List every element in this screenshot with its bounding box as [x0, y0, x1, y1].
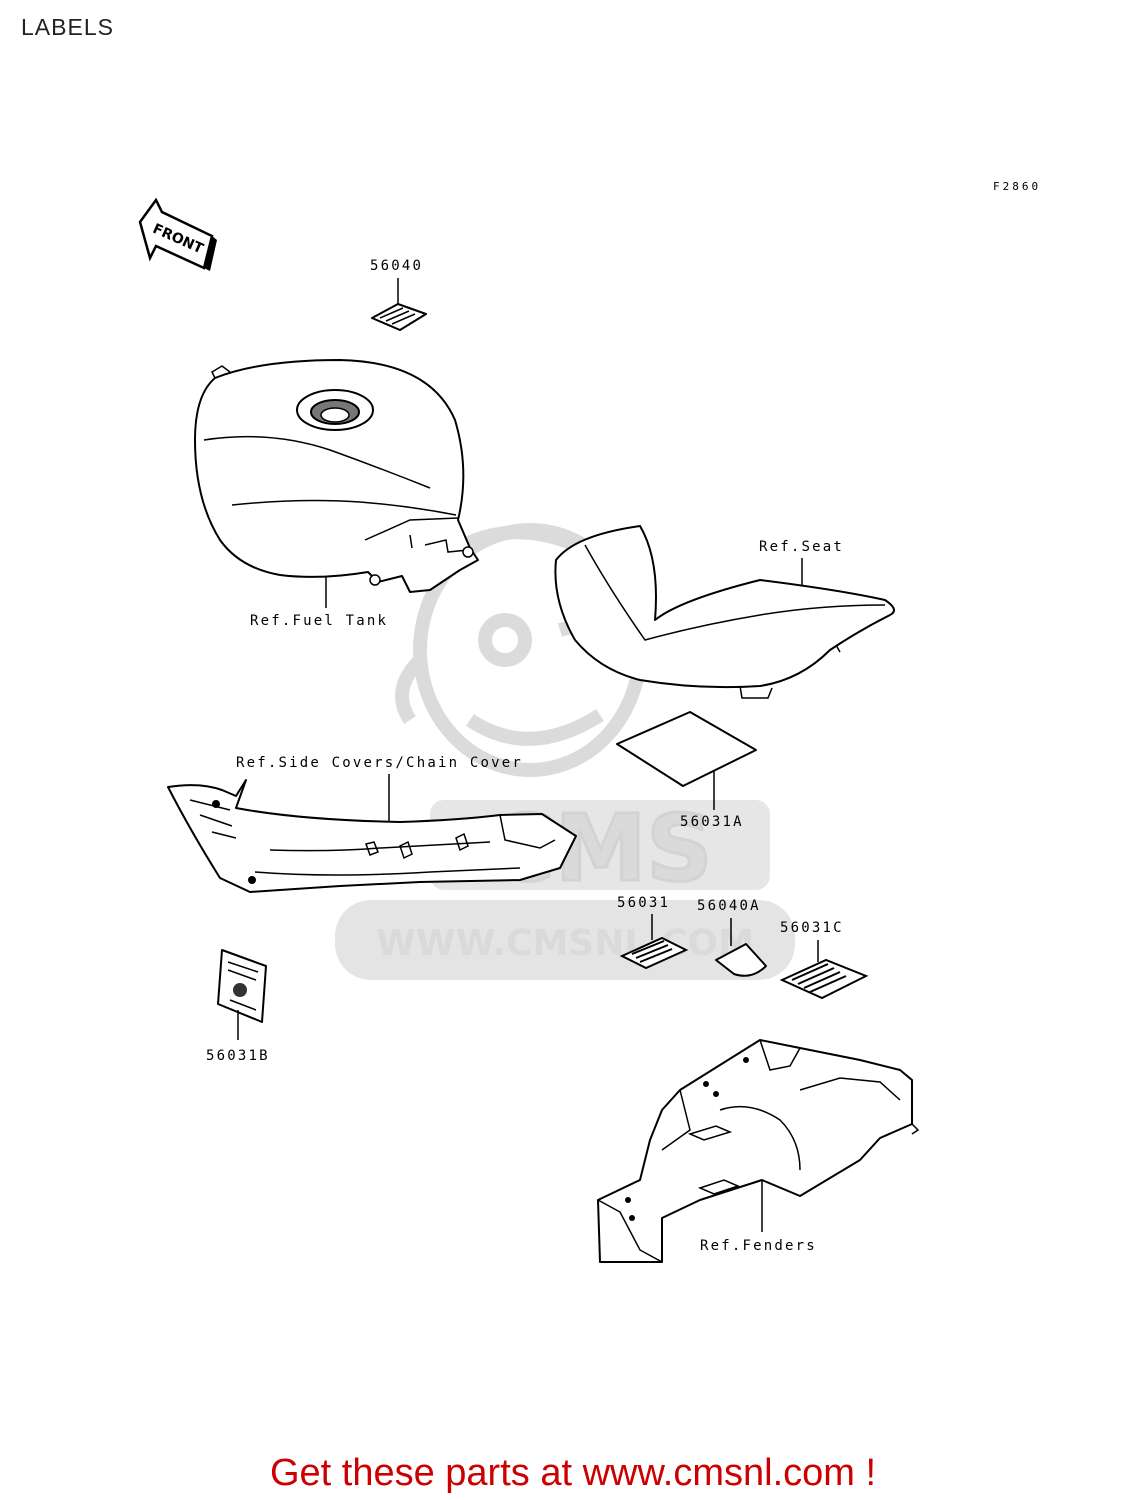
label-56031C: 56031C — [780, 920, 844, 936]
label-56040A: 56040A — [697, 898, 761, 914]
label-56031-sticker-icon — [619, 936, 689, 970]
label-ref-side-covers: Ref.Side Covers/Chain Cover — [236, 755, 523, 771]
get-parts-link[interactable]: Get these parts at www.cmsnl.com ! — [269, 1452, 877, 1494]
side-covers-icon — [167, 779, 577, 893]
label-56040-sticker-icon — [371, 303, 427, 331]
fuel-tank-icon — [194, 359, 479, 593]
seat-icon — [554, 525, 895, 699]
label-56031B-sticker-icon — [217, 949, 267, 1023]
label-56031A-sticker-icon — [616, 711, 757, 787]
parts-diagram: CMS WWW.CMSNL.COM F2860 FRONT 56040 Ref.… — [138, 180, 1041, 1263]
watermark-url-box — [335, 900, 795, 980]
page-title: LABELS — [21, 14, 114, 40]
label-ref-seat: Ref.Seat — [759, 539, 844, 555]
label-56031B: 56031B — [206, 1048, 270, 1064]
label-56031C-sticker-icon — [779, 958, 869, 1000]
figure-code: F2860 — [993, 180, 1041, 193]
front-arrow-icon: FRONT — [138, 197, 217, 271]
label-ref-fuel-tank: Ref.Fuel Tank — [250, 613, 388, 629]
fenders-icon — [597, 1039, 920, 1263]
label-ref-fenders: Ref.Fenders — [700, 1238, 817, 1254]
label-56040A-sticker-icon — [715, 943, 767, 977]
label-56031: 56031 — [617, 895, 670, 911]
watermark-url: WWW.CMSNL.COM — [376, 923, 754, 964]
label-56031A: 56031A — [680, 814, 744, 830]
label-56040: 56040 — [370, 258, 423, 274]
